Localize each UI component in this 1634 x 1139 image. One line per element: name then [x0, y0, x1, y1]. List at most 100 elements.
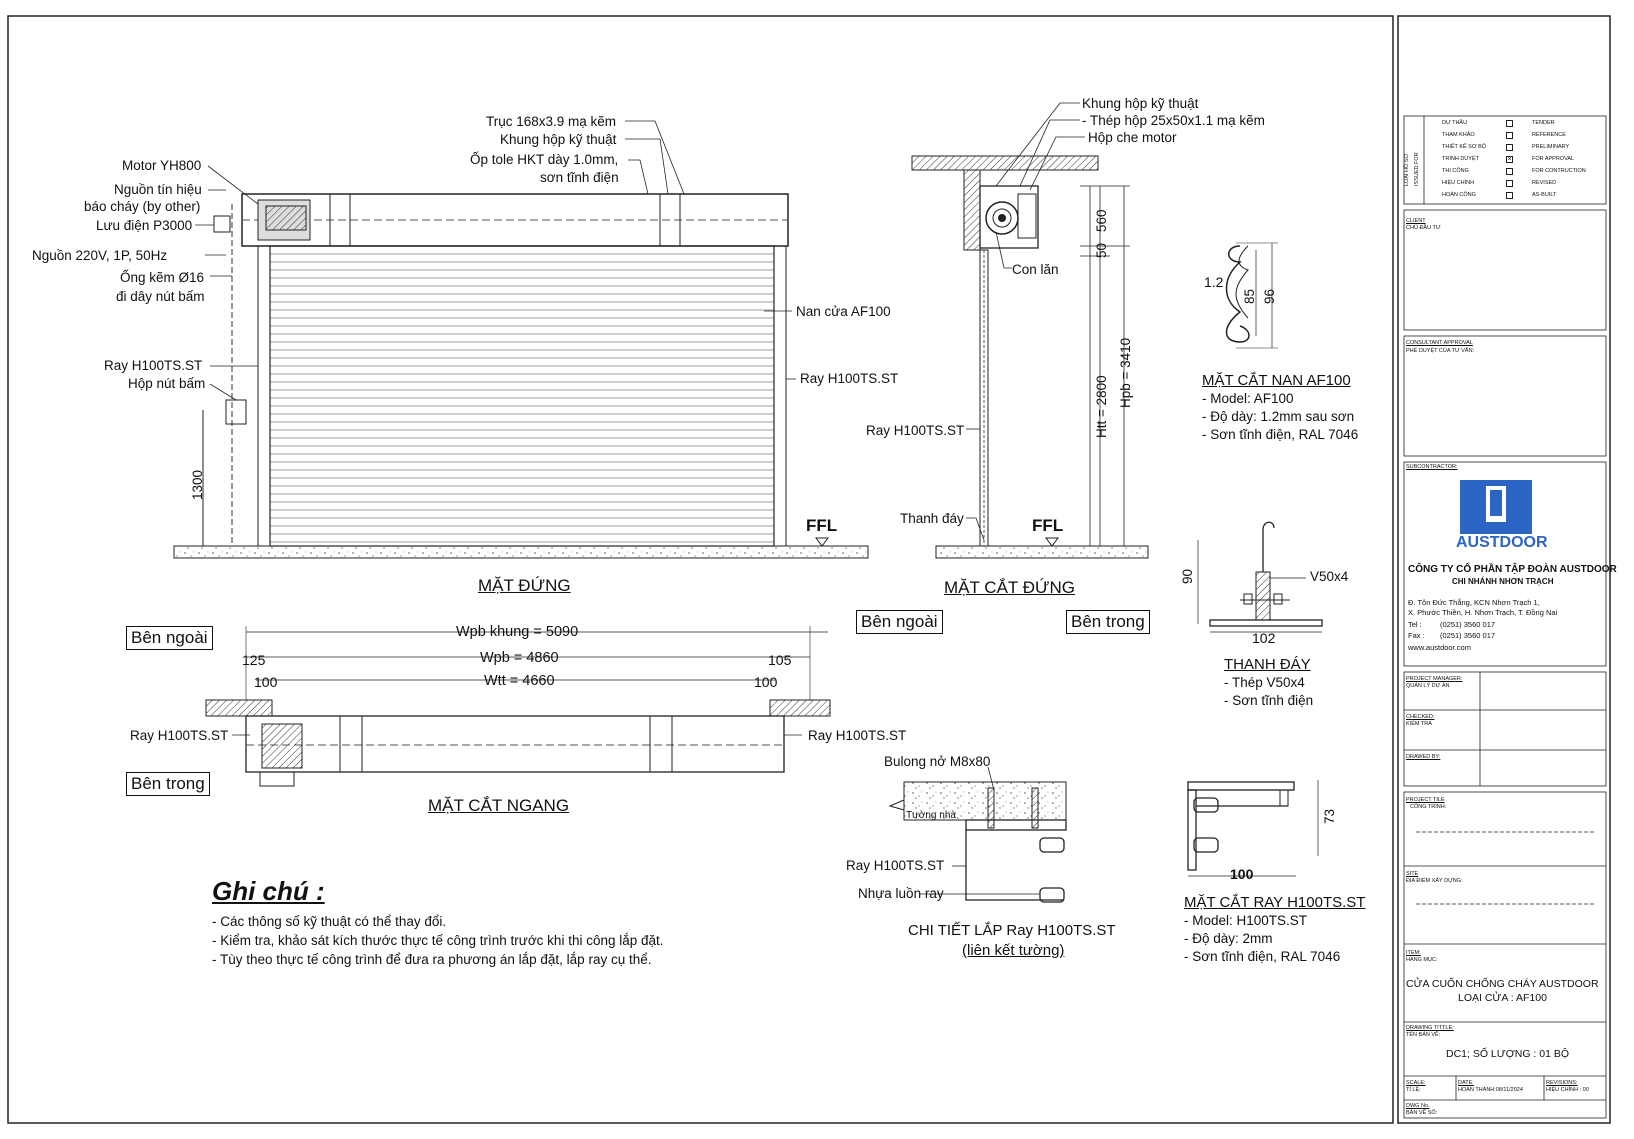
dim-wtt: Wtt = 4660: [484, 673, 555, 689]
tb-revision-vi: HIỆU CHỈNH : 00: [1546, 1087, 1589, 1093]
label-slat: Nan cửa AF100: [796, 304, 891, 319]
issue-row-checkbox[interactable]: [1506, 132, 1513, 139]
rail-left: [257, 245, 271, 547]
issue-row-en: TENDER: [1532, 120, 1555, 126]
tb-tel-label: Tel :: [1408, 620, 1422, 629]
tb-dwg-no-vi: BẢN VẼ SỐ:: [1406, 1110, 1438, 1116]
issue-row-checkbox[interactable]: [1506, 120, 1513, 127]
title-plan-section: MẶT CẮT NGANG: [428, 796, 570, 815]
rail-section-drawing: [1187, 780, 1319, 877]
issue-row-checkbox[interactable]: [1506, 180, 1513, 187]
label-fire-signal: Nguồn tín hiệu: [114, 182, 202, 197]
austdoor-logo-text: AUSTDOOR: [1456, 534, 1548, 551]
issue-row-en: FOR APPROVAL: [1532, 156, 1575, 162]
bottom-bar-drawing: [1197, 521, 1323, 633]
issue-row-vi: THIẾT KẾ SƠ BỘ: [1442, 144, 1487, 150]
dim-50: 50: [1094, 242, 1109, 258]
rail-right: [773, 245, 787, 547]
tb-dwg-value: DC1; SỐ LƯỢNG : 01 BỘ: [1446, 1048, 1570, 1060]
tb-issued-label2: ISSUED FOR: [1414, 152, 1420, 186]
label-rail-right: Ray H100TS.ST: [800, 371, 899, 386]
note-item-1: - Kiểm tra, khảo sát kích thước thực tế …: [212, 933, 664, 948]
label-conduit2: đi dây nút bấm: [116, 289, 205, 304]
tb-company: CÔNG TY CỔ PHẦN TẬP ĐOÀN AUSTDOOR: [1408, 564, 1617, 575]
rail-detail-rail: Ray H100TS.ST: [846, 858, 945, 873]
dim-hpb: Hpb = 3410: [1118, 337, 1133, 408]
issue-row-en: FOR CONTRUCTION: [1532, 168, 1586, 174]
slat-dim-12: 1.2: [1204, 274, 1224, 290]
sv-bottom-bar: Thanh đáy: [900, 511, 964, 526]
issue-row-en: AS-BUILT: [1532, 192, 1557, 198]
tb-item-vi: HẠNG MỤC:: [1406, 957, 1438, 963]
issue-row-checkbox[interactable]: [1506, 192, 1513, 199]
bottom-bar-v50: V50x4: [1310, 569, 1349, 584]
tb-client: CLIENT: [1406, 218, 1426, 224]
issue-row-checkbox[interactable]: ×: [1506, 156, 1513, 163]
issue-row-vi: HIỆU CHỈNH: [1442, 180, 1475, 186]
title-elevation: MẶT ĐỨNG: [478, 576, 571, 595]
button-box-shape: [225, 399, 247, 425]
plan-outside-box: Bên ngoài: [126, 626, 213, 650]
dim-100-right: 100: [754, 674, 778, 690]
notes-title: Ghi chú :: [212, 876, 325, 906]
tb-address1: Đ. Tôn Đức Thắng, KCN Nhơn Trạch 1,: [1408, 598, 1540, 607]
issue-row-vi: HOÀN CÔNG: [1442, 192, 1476, 198]
tb-fax: (0251) 3560 017: [1440, 631, 1496, 640]
dim-htt: Htt = 2800: [1094, 375, 1109, 438]
sv-roller: Con lăn: [1012, 262, 1059, 277]
title-bottom-bar: THANH ĐÁY: [1224, 656, 1311, 673]
issue-row-en: REFERENCE: [1532, 132, 1566, 138]
dim-125: 125: [242, 652, 266, 668]
label-cover: Ốp tole HKT dày 1.0mm,: [470, 152, 619, 167]
tb-web: www.austdoor.com: [1408, 643, 1471, 652]
label-power: Nguồn 220V, 1P, 50Hz: [32, 248, 168, 263]
subtitle-rail-detail: (liên kết tường): [962, 942, 1065, 959]
bottom-bar-spec-0: - Thép V50x4: [1224, 675, 1305, 690]
plan-inside-box: Bên trong: [126, 772, 210, 796]
dim-wpb: Wpb = 4860: [480, 650, 559, 666]
bottom-bar-dim-102: 102: [1252, 630, 1276, 646]
slat-spec-2: - Sơn tĩnh điện, RAL 7046: [1202, 427, 1359, 442]
ffl-section: FFL: [1032, 516, 1064, 535]
rail-section-dim-100: 100: [1230, 866, 1254, 882]
dim-560: 560: [1094, 209, 1109, 232]
note-item-2: - Tùy theo thực tế công trình để đưa ra …: [212, 952, 652, 967]
tb-revision: REVISIONS:: [1546, 1080, 1578, 1086]
issue-row-en: REVISED: [1532, 180, 1557, 186]
tb-site: SITE: [1406, 871, 1419, 877]
tb-pm: PROJECT MANAGER:: [1406, 676, 1463, 682]
issue-row-vi: THAM KHẢO: [1442, 132, 1475, 138]
sv-outside-box: Bên ngoài: [856, 610, 943, 634]
sv-motor-cover: Hộp che motor: [1088, 130, 1177, 145]
sv-steel: - Thép hộp 25x50x1.1 mạ kẽm: [1082, 113, 1265, 128]
tb-item-value1: CỬA CUỐN CHỐNG CHÁY AUSTDOOR: [1406, 978, 1599, 990]
issue-row-checkbox[interactable]: [1506, 168, 1513, 175]
floor-slab: [173, 545, 869, 559]
bottom-bar-dim-90: 90: [1180, 568, 1195, 584]
issue-row-vi: DỰ THẦU: [1442, 120, 1468, 126]
rail-section-spec-0: - Model: H100TS.ST: [1184, 913, 1308, 928]
title-slat-section: MẶT CẮT NAN AF100: [1202, 372, 1351, 389]
title-block-lines: [1403, 115, 1607, 1119]
dim-105: 105: [768, 652, 792, 668]
rail-detail-bolt: Bulong nở M8x80: [884, 754, 991, 769]
tb-tel: (0251) 3560 017: [1440, 620, 1496, 629]
rail-section-spec-1: - Độ dày: 2mm: [1184, 931, 1273, 946]
issue-row-checkbox[interactable]: [1506, 144, 1513, 151]
tb-consultant: CONSULTANT APPROVAL: [1406, 340, 1473, 346]
plan-rail-right: Ray H100TS.ST: [808, 728, 907, 743]
floor-slab-section: [935, 545, 1149, 559]
dim-wpb-frame: Wpb khung = 5090: [456, 624, 579, 640]
slat-dim-96: 96: [1262, 288, 1277, 304]
tb-branch: CHI NHÁNH NHƠN TRẠCH: [1452, 577, 1554, 586]
rail-detail-drawing: [888, 766, 1067, 903]
dim-1300: 1300: [190, 469, 205, 500]
plan-box: [245, 715, 785, 773]
label-button-box: Hộp nút bấm: [128, 376, 206, 391]
tb-item: ITEM:: [1406, 950, 1421, 956]
main-frame: [7, 15, 1394, 1124]
title-block-frame: [1397, 15, 1611, 1124]
curtain: [269, 245, 775, 547]
tb-drawn: DRAWED BY:: [1406, 754, 1441, 760]
